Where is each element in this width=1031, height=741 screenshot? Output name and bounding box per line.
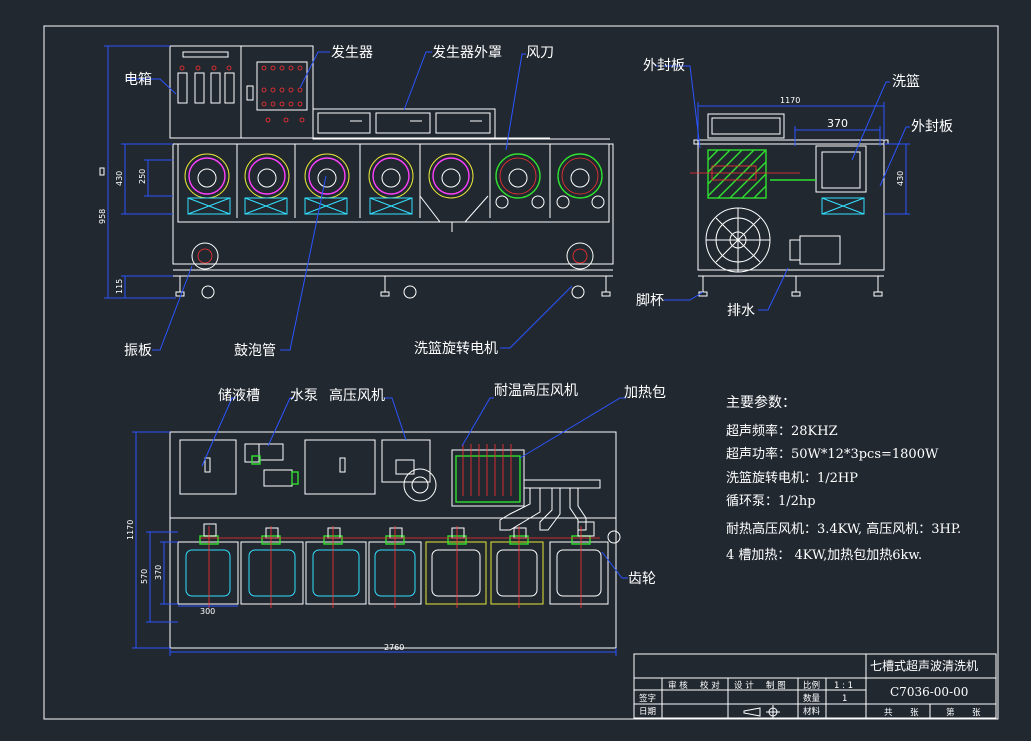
dim-1170-plan: 1170 [126, 520, 135, 540]
label-jiarebao: 加热包 [624, 385, 666, 401]
projection-symbol-icon [743, 705, 780, 719]
component-labels: 电箱 发生器 发生器外罩 风刀 外封板 洗篮 外封板 振板 鼓泡管 洗篮旋转电机… [124, 45, 953, 587]
tb-shuliang-value: 1 [842, 694, 847, 704]
label-zhenban: 振板 [124, 343, 152, 359]
spec-title: 主要参数： [726, 394, 796, 411]
label-gaoya-fengji: 高压风机 [329, 387, 385, 404]
drawing-frame [43, 25, 999, 720]
dim-370-side: 370 [827, 117, 848, 130]
tb-zhitu: 制 图 [766, 680, 786, 691]
spec-frequency: 超声频率：28KHZ [726, 423, 838, 439]
generator-2 [375, 112, 431, 134]
dim-250-front: 250 [138, 169, 147, 184]
dim-1170-side: 1170 [780, 96, 800, 105]
label-fengdao: 风刀 [526, 45, 554, 61]
dim-430-side: 430 [896, 171, 905, 186]
tb-shenhe: 审 核 [668, 680, 688, 691]
label-waifengban-top: 外封板 [643, 58, 685, 74]
label-gupaoguan: 鼓泡管 [234, 343, 276, 359]
plan-baskets [177, 541, 609, 605]
storage-tank-1 [179, 439, 237, 495]
tb-sheji: 设 计 [734, 680, 754, 691]
label-xilan-dianji: 洗篮旋转电机 [414, 341, 498, 357]
dim-115-front: 115 [115, 279, 124, 294]
label-jiaobei: 脚杯 [636, 293, 664, 309]
tb-zhang1: 张 [910, 708, 919, 718]
tb-riqi: 日期 [639, 707, 656, 717]
tb-zhang2: 张 [972, 708, 981, 718]
dim-430-front: 430 [115, 171, 124, 186]
tb-drawing-no: C7036-00-00 [890, 685, 968, 699]
dim-958-front: 958 [98, 209, 107, 224]
specifications: 主要参数： 超声频率：28KHZ 超声功率：50W*12*3pcs=1800W … [726, 394, 961, 563]
tb-qianzi: 签字 [639, 693, 656, 704]
label-fashengqi: 发生器 [331, 45, 373, 61]
tb-jiaodui: 校 对 [700, 680, 720, 691]
spec-heat: 4 槽加热： 4KW,加热包加热6kw. [726, 548, 922, 563]
label-chilun: 齿轮 [628, 571, 656, 587]
dim-370-plan: 370 [154, 565, 163, 580]
tb-di: 第 [946, 707, 955, 718]
dim-2760-plan: 2760 [384, 643, 404, 652]
label-naiwen-fengji: 耐温高压风机 [494, 382, 578, 399]
basket-circles [184, 153, 603, 199]
tb-bili-label: 比例 [803, 680, 820, 691]
spec-power: 超声功率：50W*12*3pcs=1800W [726, 446, 939, 462]
title-block: 七槽式超声波清洗机 C7036-00-00 审 核 校 对 设 计 制 图 比例… [633, 653, 997, 719]
tank-row [177, 143, 610, 223]
label-chuyecao: 储液槽 [218, 388, 260, 404]
dim-300-plan: 300 [200, 607, 215, 616]
spec-motor: 洗篮旋转电机：1/2HP [726, 471, 858, 486]
storage-tank-2 [304, 439, 376, 495]
label-dianxiang: 电箱 [124, 72, 152, 88]
spec-pump: 循环泵：1/2hp [726, 494, 816, 509]
label-shuibeng: 水泵 [290, 388, 318, 404]
plan-view [132, 431, 621, 656]
generator-1 [317, 112, 371, 134]
label-fashengqi-waizhao: 发生器外罩 [432, 45, 502, 61]
spec-blower: 耐热高压风机：3.4KW, 高压风机：3HP. [726, 521, 961, 537]
label-waifengban-right: 外封板 [911, 119, 953, 135]
dimension-labels: 1170 370 430 430 250 958 115 1170 570 37… [98, 96, 905, 652]
label-xilan: 洗篮 [892, 74, 920, 90]
label-paishui: 排水 [727, 303, 755, 319]
tb-bili-value: 1 : 1 [834, 681, 853, 691]
vibration-plates [187, 197, 413, 215]
tb-machine-name: 七槽式超声波清洗机 [870, 658, 978, 673]
front-view [99, 45, 614, 299]
dim-570-plan: 570 [140, 569, 149, 584]
tb-gong: 共 [884, 708, 893, 718]
tb-cailiao-label: 材料 [803, 706, 821, 717]
tb-shuliang-label: 数量 [803, 693, 821, 704]
leader-lines [128, 51, 910, 579]
side-view [690, 102, 910, 297]
generator-3 [435, 112, 491, 134]
